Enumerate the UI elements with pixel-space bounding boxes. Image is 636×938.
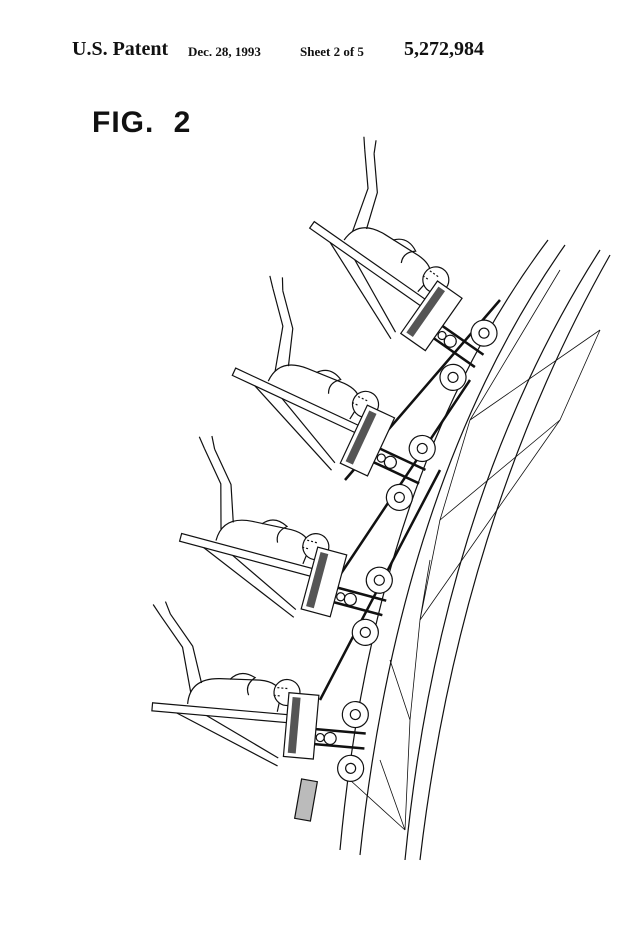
- support-lattice: [349, 269, 601, 831]
- patent-title: U.S. Patent: [72, 38, 169, 60]
- figure-label: FIG. 2: [92, 106, 192, 139]
- patent-date: Dec. 28, 1993: [188, 44, 261, 59]
- patent-number: 5,272,984: [404, 38, 484, 60]
- coaster-car-4: [138, 599, 378, 784]
- sheet-number: Sheet 2 of 5: [300, 44, 364, 59]
- brake-fin: [293, 778, 319, 822]
